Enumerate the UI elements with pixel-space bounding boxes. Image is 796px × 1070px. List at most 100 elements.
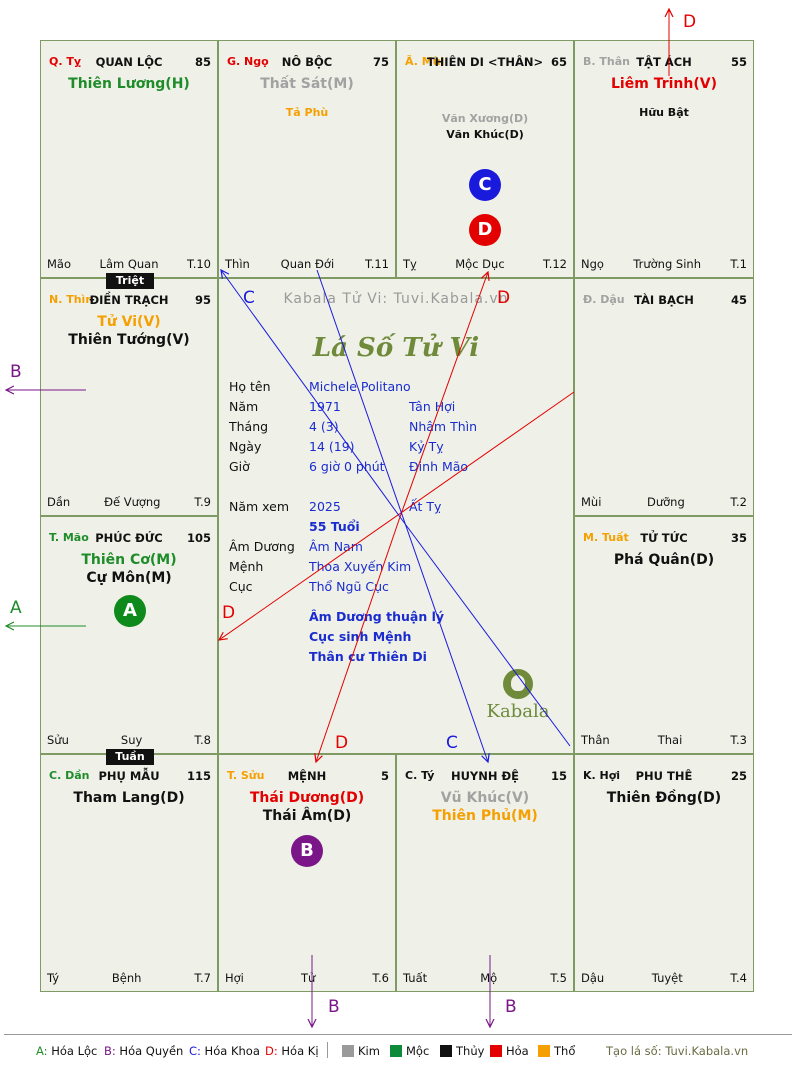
legend-entry: A: Hóa Lộc — [36, 1044, 97, 1058]
palace-house-name: TẬT ÁCH — [636, 55, 692, 69]
palace-bottom-right: T.5 — [550, 971, 567, 985]
info-value: 4 (3) — [309, 419, 339, 434]
palace-score: 35 — [730, 531, 747, 545]
legend-key: A: — [36, 1044, 48, 1058]
element-entry: Thủy — [440, 1044, 484, 1058]
palace-bottom-right: T.10 — [187, 257, 211, 271]
palace-bottom-mid: Dưỡng — [646, 495, 685, 509]
palace-branch: T. Sửu — [227, 769, 265, 782]
arrow-label: D — [497, 288, 511, 308]
arrow-label: B — [328, 997, 340, 1017]
palace-bottom-left: Tỵ — [403, 257, 417, 271]
note: Cục sinh Mệnh — [309, 629, 412, 644]
palace-bottom-mid: Lâm Quan — [99, 257, 159, 271]
star-name — [219, 93, 395, 105]
palace-bottom-right: T.7 — [194, 971, 211, 985]
legend-key: D: — [265, 1044, 278, 1058]
palace-score: 65 — [550, 55, 567, 69]
info-key: Âm Dương — [229, 539, 295, 554]
palace-branch: G. Ngọ — [227, 55, 269, 68]
tuan-badge: Tuần — [106, 749, 154, 765]
palace-bottom-right: T.3 — [730, 733, 747, 747]
palace-branch: N. Thìn — [49, 293, 94, 306]
palace-stars: Tử Vi(V)Thiên Tướng(V) — [41, 313, 217, 349]
info-value: 55 Tuổi — [309, 519, 360, 534]
palace-stars: Vũ Khúc(V)Thiên Phủ(M) — [397, 789, 573, 825]
info-value: 14 (19) — [309, 439, 355, 454]
arrow-label: A — [10, 598, 22, 618]
palace-score: 105 — [186, 531, 211, 545]
palace-bottom-left: Mão — [47, 257, 72, 271]
star-name: Tả Phù — [285, 106, 329, 119]
palace-stars: Văn Xương(D)Văn Khúc(D) — [397, 75, 573, 143]
palace-bottom-left: Thân — [581, 733, 610, 747]
palace-stars: Thất Sát(M) Tả Phù — [219, 75, 395, 121]
info-value-canchi: Kỷ Tỵ — [409, 439, 444, 454]
element-name: Thổ — [554, 1044, 576, 1058]
palace-house-name: TỬ TỨC — [640, 531, 688, 545]
info-value: Thoa Xuyến Kim — [309, 559, 412, 574]
info-key: Họ tên — [229, 379, 271, 394]
info-value: 1971 — [309, 399, 341, 414]
palace-score: 25 — [730, 769, 747, 783]
palace-bottom-right: T.4 — [730, 971, 747, 985]
palace-branch: T. Mão — [49, 531, 89, 544]
palace-branch: B. Thân — [583, 55, 630, 68]
palace-stars: Tham Lang(D) — [41, 789, 217, 807]
hoa-ki-marker: D — [469, 214, 501, 246]
palace-bottom-mid: Mộ — [480, 971, 498, 985]
info-value: 6 giờ 0 phút — [309, 459, 385, 474]
palace-bottom-right: T.11 — [365, 257, 389, 271]
palace-branch: K. Hợi — [583, 769, 621, 782]
legend-separator — [4, 1034, 792, 1035]
palace-bottom-mid: Quan Đới — [280, 257, 335, 271]
palace-bottom-mid: Trường Sinh — [633, 257, 701, 271]
palace-score: 55 — [730, 55, 747, 69]
legend-entry: D: Hóa Kị — [265, 1044, 319, 1058]
notes: Âm Dương thuận lý Cục sinh Mệnh Thân cư … — [309, 607, 444, 667]
star-name: Thiên Đồng(D) — [606, 790, 722, 806]
star-name: Văn Khúc(D) — [446, 128, 524, 141]
info-value: Thổ Ngũ Cục — [309, 579, 389, 594]
palace-bottom-left: Mùi — [581, 495, 602, 509]
palace-stars: Thiên Lương(H) — [41, 75, 217, 93]
star-name: Thất Sát(M) — [260, 76, 354, 92]
palace-stars: Thiên Cơ(M)Cự Môn(M) — [41, 551, 217, 587]
arrow-label: D — [335, 733, 349, 753]
hoa-khoa-marker: C — [469, 169, 501, 201]
palace-score: 75 — [372, 55, 389, 69]
palace-bottom-mid: Tử — [300, 971, 316, 985]
palace-bottom-mid: Thai — [657, 733, 683, 747]
palace-house-name: PHỤ MẪU — [98, 769, 160, 783]
arrow-label: B — [505, 997, 517, 1017]
palace-bottom-left: Ngọ — [581, 257, 604, 271]
star-name — [397, 75, 573, 87]
legend-value: Hóa Quyền — [115, 1044, 184, 1058]
logo-text: Kabala — [486, 701, 550, 722]
element-name: Thủy — [456, 1044, 485, 1058]
tree-icon — [503, 669, 533, 699]
palace-bottom-mid: Suy — [120, 733, 143, 747]
element-entry: Thổ — [538, 1044, 575, 1058]
palace-branch: Đ. Dậu — [583, 293, 625, 306]
arrow-label: C — [243, 288, 255, 308]
element-swatch — [490, 1045, 502, 1057]
center-panel: Kabala Tử Vi: Tuvi.Kabala.vn Lá Số Tử Vi… — [218, 278, 574, 754]
info-row: 55 Tuổi — [229, 519, 559, 537]
star-name: Thiên Phủ(M) — [432, 808, 538, 824]
palace-branch: C. Dần — [49, 769, 90, 782]
